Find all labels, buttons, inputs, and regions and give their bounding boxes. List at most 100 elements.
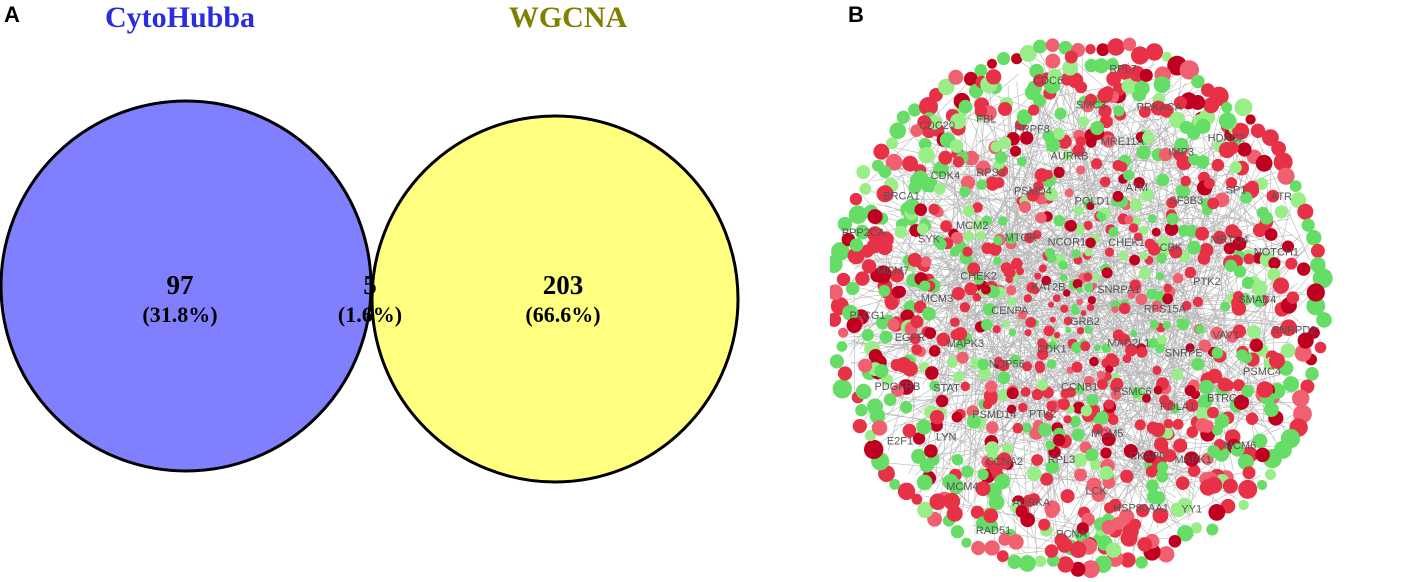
- network-node: [993, 235, 1003, 246]
- network-node: [1153, 385, 1163, 395]
- network-node: [1080, 405, 1093, 417]
- network-node: [1314, 341, 1327, 354]
- network-node: [1210, 326, 1224, 340]
- network-node: [933, 161, 949, 178]
- network-node: [951, 454, 964, 466]
- network-node: [1294, 344, 1312, 362]
- network-node: [886, 137, 899, 150]
- network-node: [1064, 188, 1074, 198]
- network-node: [879, 330, 893, 344]
- network-node: [997, 216, 1008, 226]
- network-node: [897, 482, 916, 500]
- network-node: [1200, 419, 1214, 433]
- network-node: [1233, 291, 1244, 302]
- network-node: [922, 307, 936, 321]
- network-node: [1162, 399, 1174, 411]
- network-node: [1102, 134, 1115, 148]
- network-node: [868, 349, 883, 363]
- network-node: [1277, 167, 1295, 185]
- gene-label: CDC6: [1033, 75, 1063, 87]
- network-node: [1179, 251, 1191, 263]
- network-node: [1156, 461, 1169, 473]
- network-node: [947, 356, 958, 368]
- network-node: [1028, 493, 1040, 506]
- gene-label: CDC20: [919, 120, 955, 132]
- network-node: [1085, 137, 1097, 148]
- network-node: [997, 51, 1011, 66]
- gene-label: RPS3: [976, 167, 1005, 179]
- gene-label: HSP90AA1: [1113, 503, 1169, 515]
- network-node: [1074, 223, 1085, 235]
- network-node: [919, 280, 931, 292]
- network-node: [993, 177, 1005, 189]
- network-node: [1081, 560, 1100, 578]
- network-node: [1143, 450, 1156, 463]
- network-node: [997, 388, 1010, 401]
- network-node: [1063, 415, 1072, 424]
- network-node: [887, 318, 900, 331]
- network-node: [975, 481, 991, 497]
- network-node: [1063, 316, 1073, 326]
- gene-label: ATM: [1126, 182, 1148, 194]
- network-node: [966, 405, 979, 418]
- network-node: [1069, 415, 1081, 428]
- network-node: [1071, 361, 1083, 373]
- gene-label: HDAC2: [1208, 132, 1245, 144]
- network-node: [982, 303, 996, 316]
- gene-label: EGFR: [895, 332, 926, 344]
- network-node: [1118, 302, 1131, 315]
- gene-label: MCM3: [921, 293, 953, 305]
- gene-label: CCNB1: [1061, 382, 1098, 394]
- network-node: [958, 99, 973, 114]
- network-node: [1207, 445, 1220, 458]
- network-node: [985, 380, 998, 393]
- network-node: [1266, 189, 1280, 203]
- network-node: [1230, 443, 1245, 457]
- network-node: [1163, 283, 1173, 293]
- network-node: [1017, 310, 1027, 320]
- network-node: [891, 285, 905, 299]
- network-node: [1101, 343, 1111, 353]
- network-node: [1136, 145, 1151, 160]
- network-node: [1269, 352, 1285, 369]
- network-node: [1122, 354, 1132, 363]
- network-node: [846, 317, 862, 333]
- gene-label: PSMD4: [1014, 186, 1052, 198]
- network-node: [1120, 552, 1136, 568]
- network-node: [1047, 68, 1063, 84]
- network-node: [910, 124, 923, 137]
- network-node: [1071, 303, 1078, 310]
- network-node: [1086, 303, 1095, 312]
- network-node: [1122, 37, 1137, 51]
- network-node: [855, 404, 868, 417]
- network-node: [896, 110, 910, 124]
- network-node: [830, 284, 843, 300]
- network-node: [1152, 507, 1169, 524]
- network-node: [953, 371, 965, 383]
- network-node: [837, 366, 853, 381]
- network-node: [1124, 215, 1134, 225]
- network-node: [1232, 122, 1250, 140]
- network-node: [1197, 394, 1213, 410]
- network-node: [1142, 393, 1151, 403]
- network-node: [1285, 257, 1298, 270]
- network-node: [1037, 348, 1049, 360]
- network-node: [1121, 78, 1137, 94]
- network-node: [1199, 479, 1217, 496]
- network-node: [1245, 412, 1259, 425]
- network-node: [874, 364, 889, 379]
- network-node: [1187, 464, 1201, 477]
- network-node: [1106, 58, 1119, 71]
- network-node: [1105, 542, 1122, 558]
- network-node: [1002, 320, 1010, 328]
- network-node: [1274, 205, 1288, 219]
- gene-label: PSMC4: [1243, 366, 1281, 378]
- network-node: [1238, 499, 1249, 511]
- network-node: [1108, 414, 1119, 426]
- network-node: [1086, 202, 1095, 210]
- venn-overlap-percent: (1.6%): [338, 302, 402, 327]
- network-node: [1151, 300, 1163, 313]
- network-node: [1166, 212, 1179, 226]
- network-node: [1037, 379, 1049, 391]
- network-node: [1220, 301, 1231, 312]
